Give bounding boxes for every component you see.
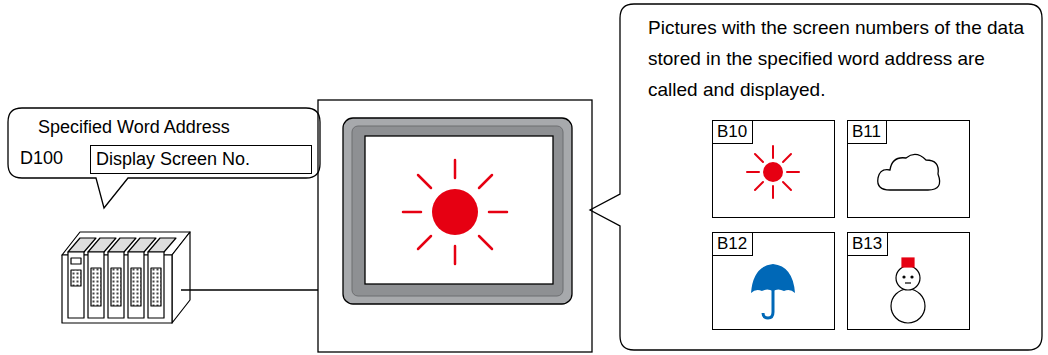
callout-note: Pictures with the screen numbers of the … — [648, 12, 1030, 105]
address-label: D100 — [20, 148, 63, 169]
callout-bubble: Specified Word AddressD100 Display Screen… — [8, 108, 320, 178]
screen-picture: B13 — [847, 232, 970, 330]
screen-number: B12 — [713, 233, 753, 256]
cloud-picture — [878, 154, 940, 190]
screen-picture: B11 — [847, 120, 970, 218]
screen-number: B11 — [848, 121, 887, 144]
box-text: Display Screen No. — [96, 149, 250, 170]
screen-picture: B10 — [712, 120, 835, 218]
umbrella-picture — [751, 264, 795, 318]
snowman-picture — [891, 258, 925, 323]
sun-picture — [747, 146, 799, 198]
screen-picture: B12 — [712, 232, 835, 330]
address-box: Display Screen No. — [90, 145, 312, 174]
screen-number: B13 — [848, 233, 888, 256]
callout-bubble: Pictures with the screen numbers of the … — [620, 4, 1042, 350]
cable-line — [181, 289, 318, 290]
display-illustration — [318, 100, 592, 352]
screen-number: B10 — [713, 121, 753, 144]
plc-illustration — [62, 232, 190, 323]
callout-heading: Specified Word Address — [38, 117, 230, 138]
